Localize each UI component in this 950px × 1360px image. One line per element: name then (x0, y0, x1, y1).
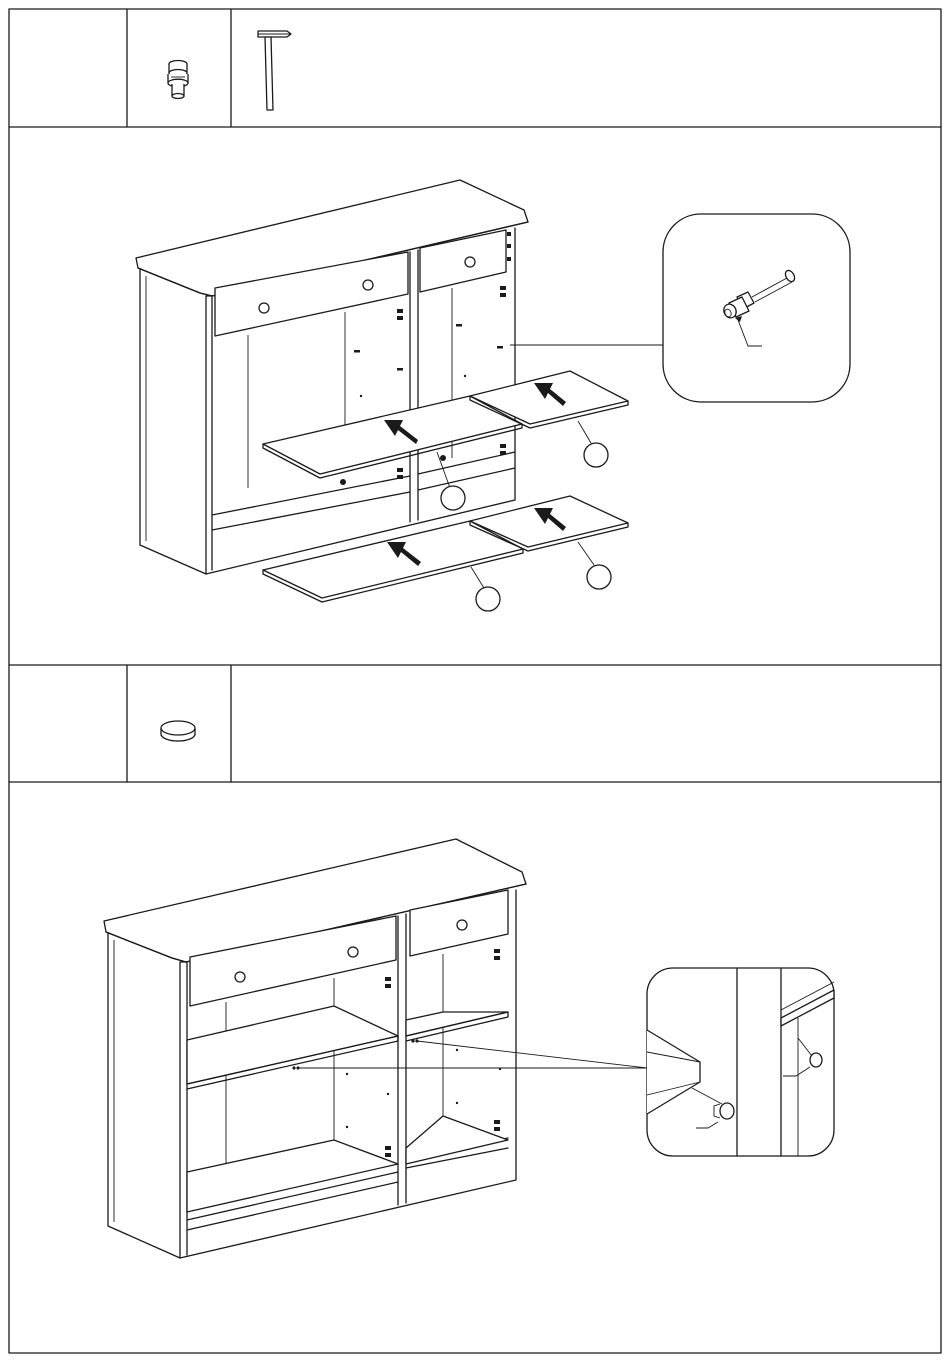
bumper-pad-icon (161, 721, 195, 741)
shelf-support-pin-icon (168, 61, 188, 99)
cabinet-illustration-shelves-insert (136, 180, 628, 611)
shelf-pin-detail-callout (298, 968, 834, 1156)
hammer-icon (258, 31, 291, 110)
cabinet-illustration-shelves-placed (104, 839, 526, 1258)
